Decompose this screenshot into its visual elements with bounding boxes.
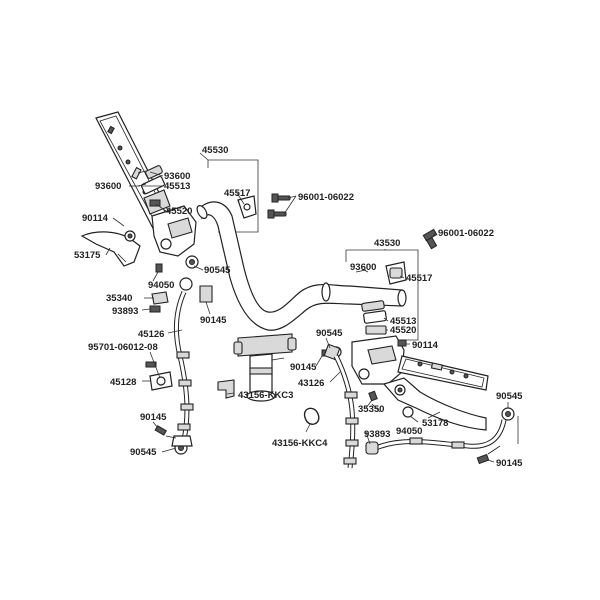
label-90145-lower: 90145 xyxy=(140,412,167,423)
label-94050-right: 94050 xyxy=(396,426,422,437)
right-bracket-43530 xyxy=(345,249,419,341)
label-90545-right: 90545 xyxy=(496,391,523,402)
label-43156-kkc4: 43156-KKC4 xyxy=(272,438,328,449)
label-45128: 45128 xyxy=(110,377,136,388)
label-93600-a: 93600 xyxy=(164,171,190,182)
clip-43156-kkc3 xyxy=(217,379,235,399)
label-43156-kkc3: 43156-KKC3 xyxy=(238,390,293,401)
label-93600-right: 93600 xyxy=(350,262,376,273)
handlebar-clamp xyxy=(233,333,297,402)
right-brake-hose-vertical xyxy=(333,354,359,469)
label-43126: 43126 xyxy=(298,378,324,389)
label-45517-right: 45517 xyxy=(406,273,432,284)
label-90145-upper: 90145 xyxy=(200,315,227,326)
label-53178: 53178 xyxy=(422,418,448,429)
label-45513-left: 45513 xyxy=(164,181,190,192)
label-94050-left: 94050 xyxy=(148,280,174,291)
label-90545-mid: 90545 xyxy=(316,328,343,339)
label-43530-right: 43530 xyxy=(374,238,400,249)
label-96001-left: 96001-06022 xyxy=(298,192,354,203)
right-small-parts xyxy=(321,343,414,418)
left-small-parts xyxy=(149,255,213,313)
right-master-cylinder-group xyxy=(351,261,407,385)
left-master-cylinder-group xyxy=(137,165,291,257)
right-switch-panel xyxy=(397,355,489,391)
part-labels: 45530 93600 93600 45513 45517 96001-0602… xyxy=(74,145,523,469)
label-90145-mid: 90145 xyxy=(290,362,317,373)
label-45520-right: 45520 xyxy=(390,325,416,336)
left-brake-lever xyxy=(80,230,141,267)
group-bracket-45530 xyxy=(207,159,259,233)
right-bolt-96001 xyxy=(422,228,438,250)
label-35350: 35350 xyxy=(358,404,384,415)
label-93600-b: 93600 xyxy=(95,181,121,192)
left-brake-hose xyxy=(171,290,194,455)
label-45126: 45126 xyxy=(138,329,164,340)
label-96001-right: 96001-06022 xyxy=(438,228,494,239)
label-90114-left: 90114 xyxy=(82,213,109,224)
label-53175: 53175 xyxy=(74,250,101,261)
label-93893-left: 93893 xyxy=(112,306,138,317)
label-45517-left: 45517 xyxy=(224,188,250,199)
right-brake-hose-horizontal xyxy=(365,407,515,465)
label-45513-right: 45513 xyxy=(390,316,416,327)
right-brake-lever xyxy=(382,377,487,431)
hose-clamp-45128 xyxy=(145,361,177,439)
label-90545-upper: 90545 xyxy=(204,265,231,276)
label-93893-right: 93893 xyxy=(364,429,390,440)
label-90145-right: 90145 xyxy=(496,458,523,469)
label-35340: 35340 xyxy=(106,293,132,304)
clip-43156-kkc4 xyxy=(303,407,320,425)
label-90545-lower: 90545 xyxy=(130,447,157,458)
label-45520-left: 45520 xyxy=(166,206,192,217)
label-90114-right: 90114 xyxy=(412,340,439,351)
leader-lines xyxy=(105,152,519,463)
label-95701: 95701-06012-08 xyxy=(88,342,158,353)
label-45530-left: 45530 xyxy=(202,145,228,156)
